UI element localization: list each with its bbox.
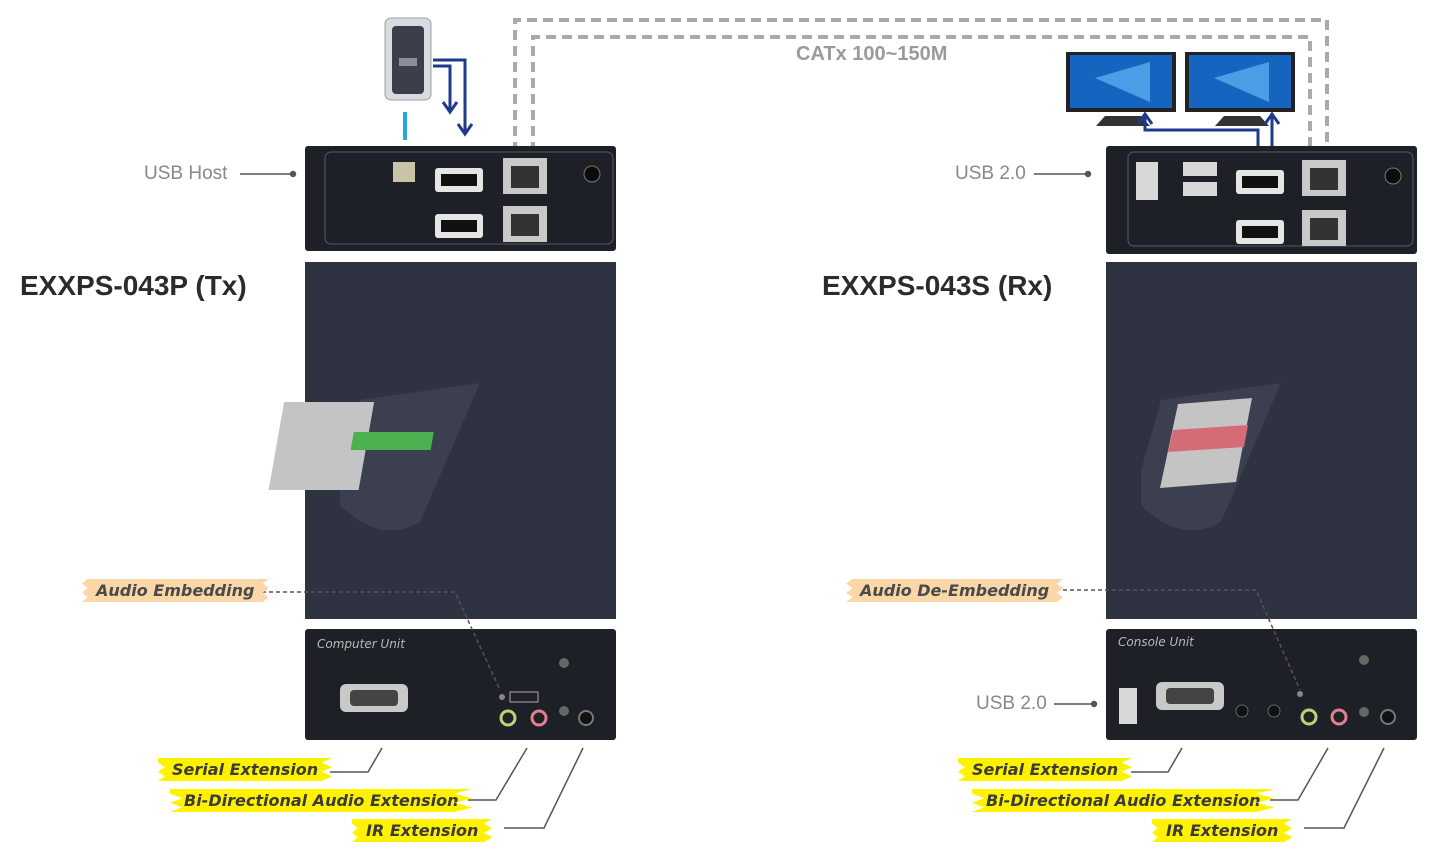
ir-jack-icon: [578, 710, 594, 726]
rx-front-unit-label: Console Unit: [1118, 635, 1194, 649]
ir-jack-icon: [1380, 709, 1396, 725]
pc-tower-icon: [384, 17, 432, 101]
usb-a-port-icon: [1183, 162, 1217, 176]
displayport-arrows-icon: [433, 58, 474, 137]
power-jack-icon: [583, 165, 601, 183]
tx-audio-extension-tag: Bi-Directional Audio Extension: [170, 789, 473, 812]
usb-a-port-icon: [1136, 162, 1158, 200]
audio-in-jack-icon: [1330, 708, 1348, 726]
usb-a-port-icon: [1183, 182, 1217, 196]
monitor-icon: [1066, 52, 1176, 126]
tx-serial-extension-tag: Serial Extension: [158, 758, 333, 781]
rx-front-usb-label: USB 2.0: [976, 693, 1047, 714]
rx-title: EXXPS-043S (Rx): [822, 270, 1053, 301]
rx-device-body: [1106, 262, 1417, 619]
audio-out-jack-icon: [1300, 708, 1318, 726]
power-jack-icon: [1384, 167, 1402, 185]
rx-leader-lines: [1034, 170, 1385, 829]
audio-in-jack-icon: [499, 709, 517, 727]
tx-leader-lines: [240, 170, 584, 829]
rx-front-panel: [1106, 629, 1417, 740]
tx-device-body: [268, 262, 616, 619]
rx-usb-label: USB 2.0: [955, 163, 1026, 184]
rx-rear-panel: [1106, 146, 1417, 254]
tx-front-unit-label: Computer Unit: [317, 637, 405, 651]
audio-out-jack-icon: [530, 709, 548, 727]
tx-front-panel: [305, 629, 616, 740]
rx-audio-de-embedding-tag: Audio De-Embedding: [846, 579, 1064, 602]
rx-ir-extension-tag: IR Extension: [1152, 819, 1293, 842]
product-label: [268, 402, 375, 490]
usb-b-port-icon: [393, 162, 415, 182]
monitor-icon: [1185, 52, 1295, 126]
catx-cable: [513, 18, 1329, 152]
rx-audio-extension-tag: Bi-Directional Audio Extension: [972, 789, 1275, 812]
rx-serial-extension-tag: Serial Extension: [958, 758, 1133, 781]
tx-usb-host-label: USB Host: [144, 163, 228, 184]
usb-a-port-icon: [1119, 688, 1137, 724]
catx-cable-label: CATx 100~150M: [796, 43, 948, 65]
tx-ir-extension-tag: IR Extension: [352, 819, 493, 842]
tx-rear-panel: [305, 146, 616, 251]
tx-audio-embedding-tag: Audio Embedding: [82, 579, 269, 602]
tx-title: EXXPS-043P (Tx): [20, 270, 247, 301]
